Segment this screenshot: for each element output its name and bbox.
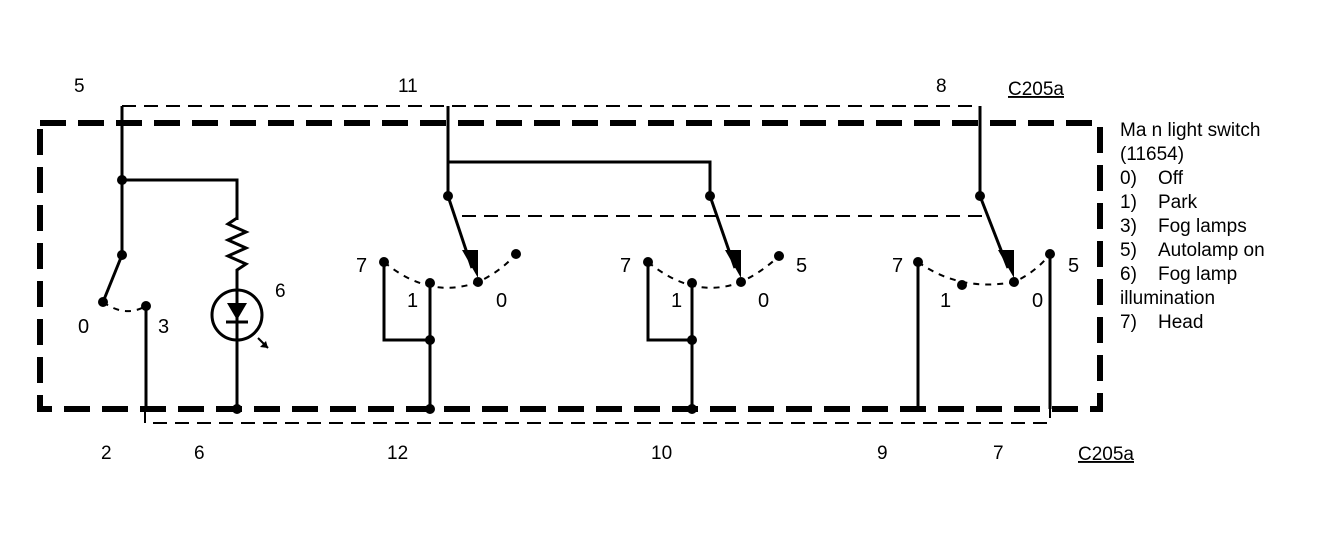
legend-code-1: 1) <box>1120 192 1137 213</box>
connector-label-bottom: C205a <box>1078 444 1134 465</box>
switch-c-pos-0: 0 <box>1032 290 1043 312</box>
switch-housing <box>37 120 1103 412</box>
legend-text-3: Fog lamps <box>1158 216 1247 237</box>
legend-code-7: 7) <box>1120 312 1137 333</box>
top-pin-5: 5 <box>74 76 85 97</box>
legend: Ma n light switch (11654) 0) Off 1) Park… <box>1120 120 1265 333</box>
bottom-pin-9: 9 <box>877 443 888 464</box>
switch-left-blade <box>101 254 124 303</box>
legend-part-number: (11654) <box>1120 144 1184 165</box>
legend-code-3: 3) <box>1120 216 1137 237</box>
legend-text-0: Off <box>1158 168 1184 189</box>
switch-c <box>913 106 1055 409</box>
connector-label-top: C205a <box>1008 79 1064 100</box>
switch-left-pos-0: 0 <box>78 316 89 338</box>
legend-text-6: Fog lamp <box>1158 264 1237 285</box>
legend-code-6: 6) <box>1120 264 1137 285</box>
legend-continuation: illumination <box>1120 288 1215 309</box>
component-6-label: 6 <box>275 281 286 302</box>
bottom-pin-6: 6 <box>194 443 205 464</box>
switch-c-pos-1: 1 <box>940 290 951 312</box>
top-pin-8: 8 <box>936 76 947 97</box>
legend-title: Ma n light switch <box>1120 120 1260 141</box>
resistor <box>224 216 250 288</box>
legend-text-7: Head <box>1158 312 1203 333</box>
bottom-pin-12: 12 <box>387 443 408 464</box>
switch-b-pos-5: 5 <box>796 255 807 277</box>
switch-a-pos-1: 1 <box>407 290 418 312</box>
switch-a-pos-0: 0 <box>496 290 507 312</box>
bottom-pin-7: 7 <box>993 443 1004 464</box>
legend-code-0: 0) <box>1120 168 1137 189</box>
bottom-pin-2: 2 <box>101 443 112 464</box>
switch-a-pos-7: 7 <box>356 255 367 277</box>
switch-left-pos-3: 3 <box>158 316 169 338</box>
legend-text-5: Autolamp on <box>1158 240 1265 261</box>
switch-c-pos-7: 7 <box>892 255 903 277</box>
switch-b-pos-7: 7 <box>620 255 631 277</box>
switch-a <box>379 106 712 414</box>
switch-b-pos-0: 0 <box>758 290 769 312</box>
bottom-dashed-link <box>144 409 1051 424</box>
top-pin-11: 11 <box>398 76 418 97</box>
switch-b <box>643 191 784 414</box>
bottom-pin-10: 10 <box>651 443 672 464</box>
legend-text-1: Park <box>1158 192 1198 213</box>
switch-b-pos-1: 1 <box>671 290 682 312</box>
switch-c-pos-5: 5 <box>1068 255 1079 277</box>
left-section <box>98 106 269 414</box>
legend-code-5: 5) <box>1120 240 1137 261</box>
